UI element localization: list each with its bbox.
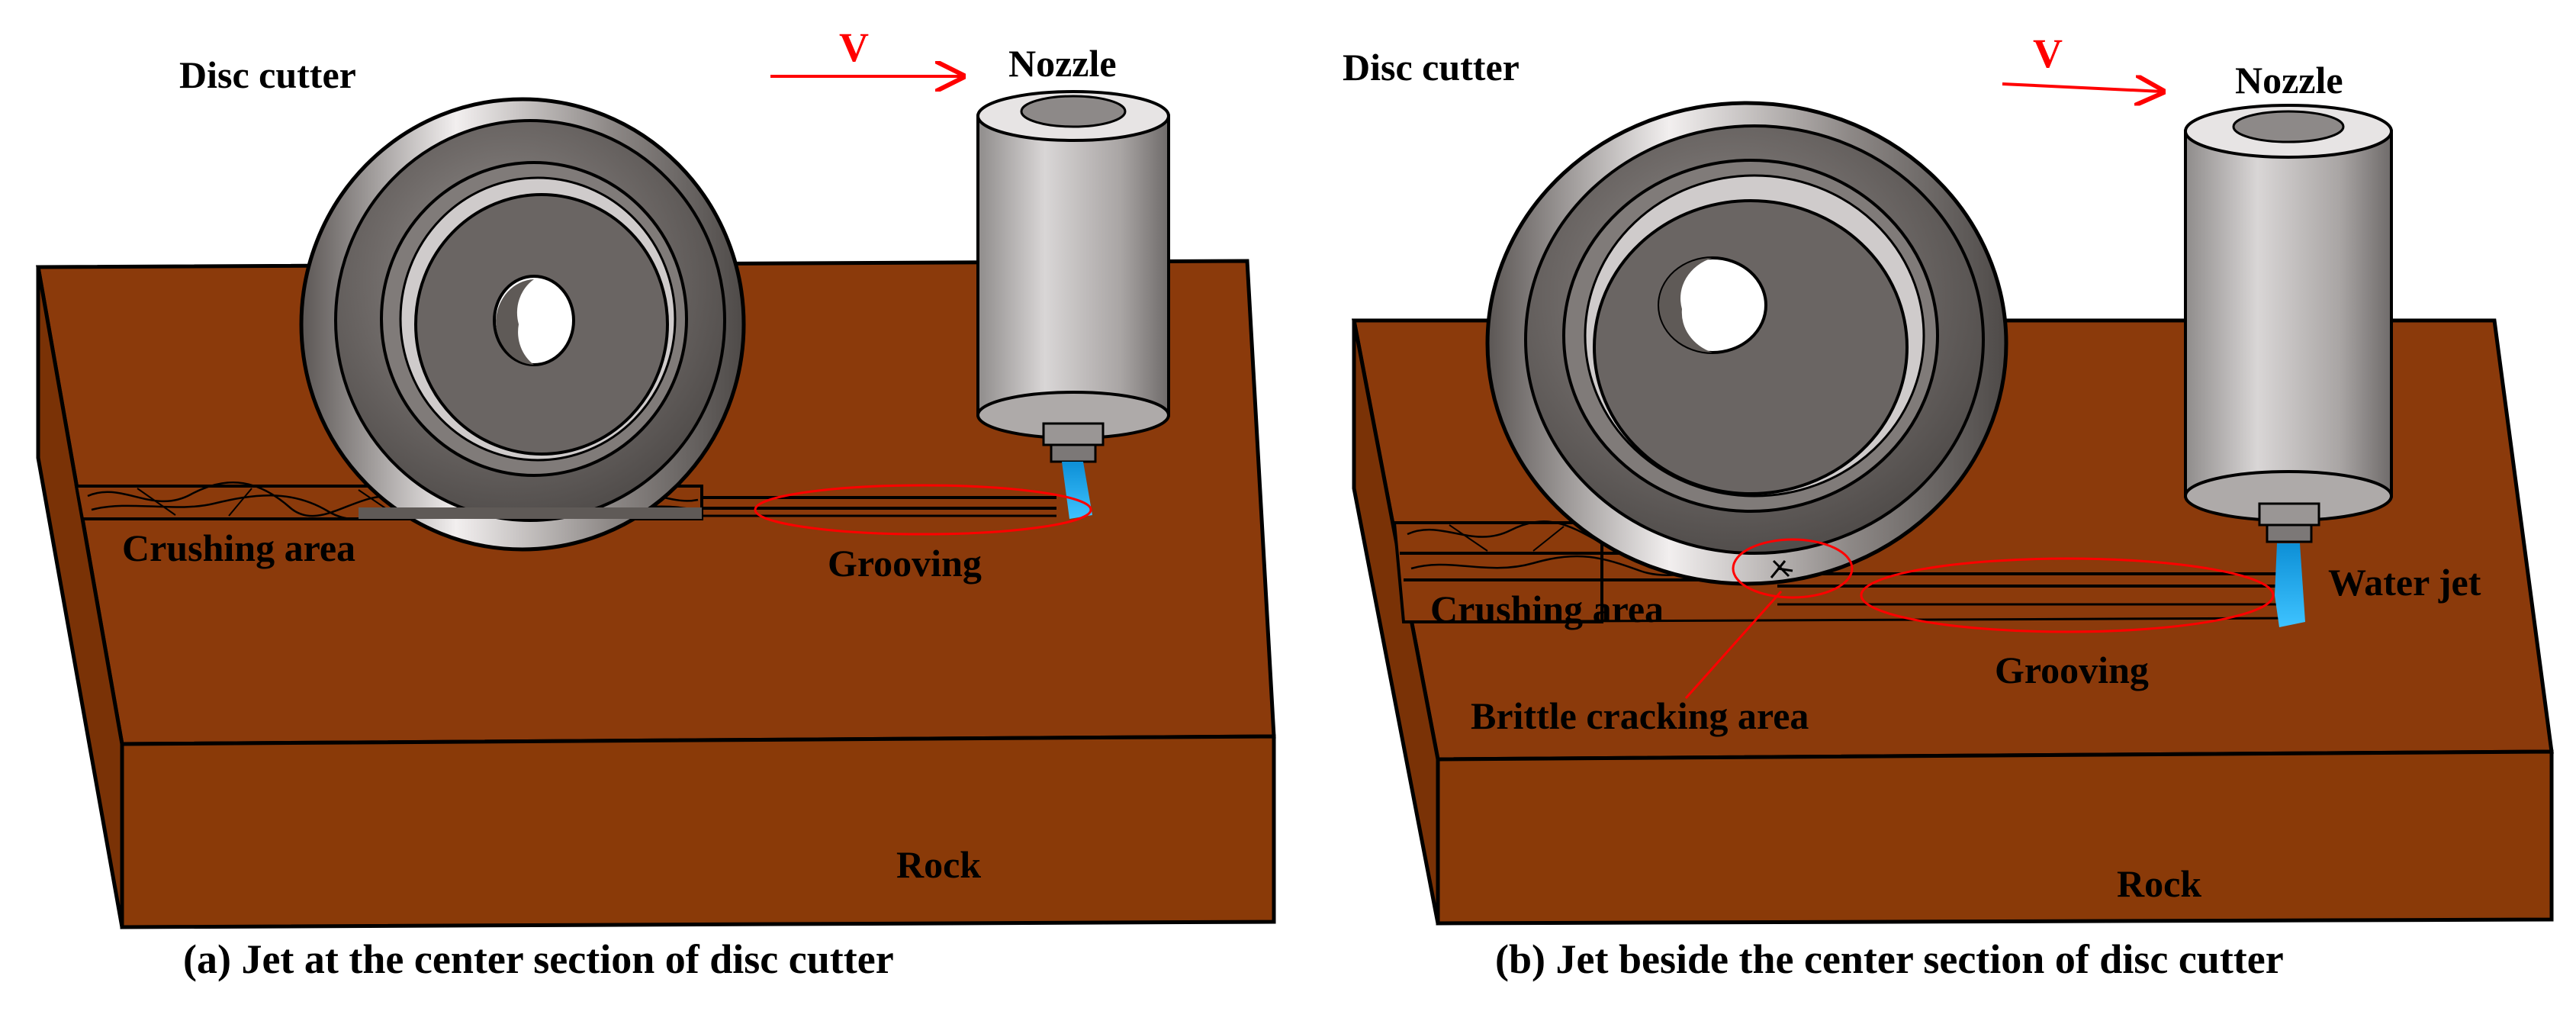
water-jet-label-b: Water jet [2328, 561, 2481, 604]
brittle-cracking-marks-b [1770, 559, 1793, 578]
water-jet-b [2275, 543, 2305, 627]
velocity-arrow-b [2002, 84, 2163, 92]
groove-lines-b [1403, 572, 2297, 623]
disc-cutter-label-a: Disc cutter [179, 53, 356, 96]
caption-b: (b) Jet beside the center section of dis… [1495, 936, 2284, 982]
water-jet-a [1062, 462, 1092, 519]
grooving-label-b: Grooving [1995, 649, 2149, 691]
rock-front-face-a [120, 734, 1276, 929]
crushing-area-label-b: Crushing area [1430, 588, 1664, 630]
grooving-highlight-a [754, 484, 1092, 536]
brittle-cracking-highlight-b [1732, 538, 1854, 599]
grooving-label-a: Grooving [828, 542, 982, 585]
disc-cutter-a [299, 97, 746, 552]
grooving-highlight-b [1860, 557, 2275, 633]
velocity-label-a: V [839, 24, 869, 70]
panel-b: V Disc cutter Nozzle Water jet Crushing … [1343, 31, 2554, 982]
crushing-area-label-a: Crushing area [122, 527, 355, 569]
rock-label-a: Rock [896, 843, 981, 886]
nozzle-label-b: Nozzle [2235, 59, 2343, 101]
brittle-cracking-label-b: Brittle cracking area [1471, 694, 1809, 737]
rock-front-face-b [1436, 749, 2554, 926]
nozzle-b [2184, 104, 2393, 543]
velocity-label-b: V [2033, 31, 2063, 76]
disc-cutter-label-b: Disc cutter [1343, 46, 1520, 89]
disc-cutter-b [1485, 101, 2008, 586]
nozzle-label-a: Nozzle [1008, 42, 1117, 85]
panel-a: V Disc cutter Nozzle Crushing area Groov… [36, 24, 1276, 982]
caption-a: (a) Jet at the center section of disc cu… [183, 936, 894, 982]
nozzle-a [976, 90, 1170, 463]
rock-label-b: Rock [2117, 862, 2201, 905]
brittle-cracking-leader-b [1684, 591, 1783, 699]
